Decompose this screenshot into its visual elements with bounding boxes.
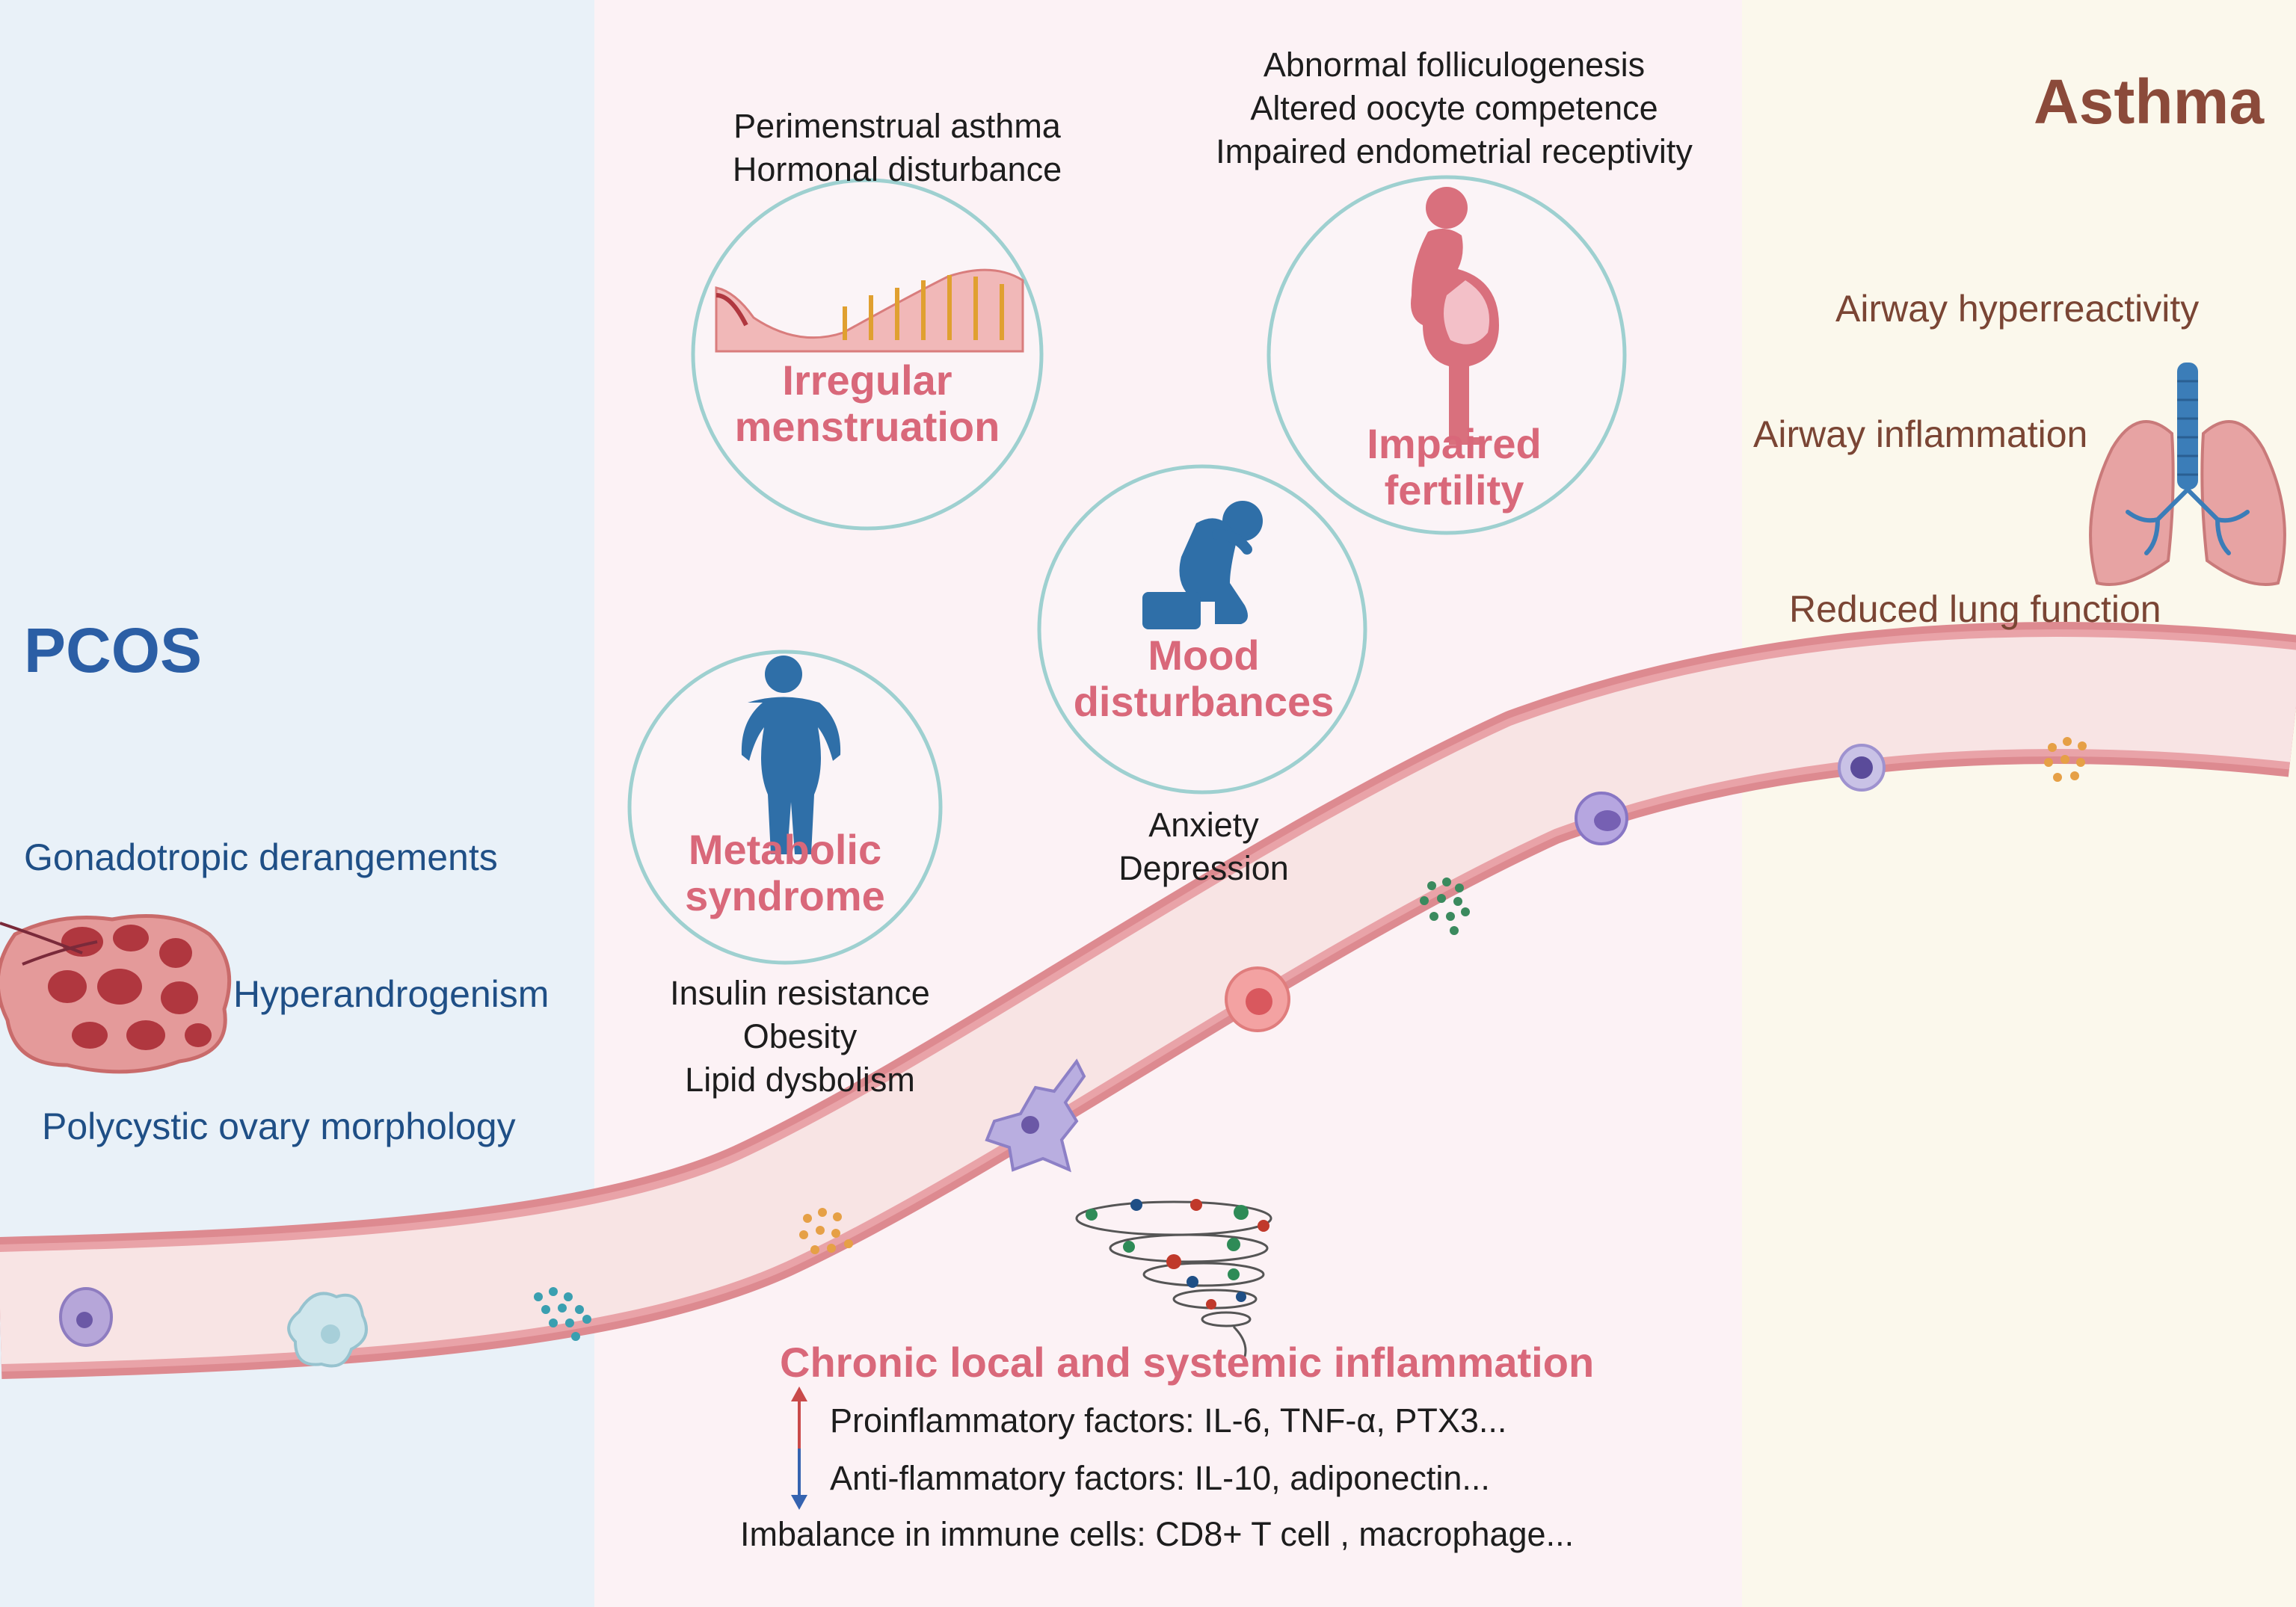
asthma-feature-hyperreactivity: Airway hyperreactivity	[1835, 288, 2200, 330]
fertility-note-2: Altered oocyte competence	[1250, 89, 1658, 127]
distressed-person-icon	[1142, 501, 1263, 629]
cytokine-storm-icon	[1075, 1199, 1272, 1357]
basophil-cell-icon	[1838, 744, 1886, 792]
cytokine-dots-icon	[534, 1287, 591, 1341]
monocyte-cell-icon	[1575, 792, 1628, 845]
platelet-dots-icon	[1420, 877, 1470, 935]
mood-notes: Anxiety Depression	[1054, 804, 1353, 890]
immune-imbalance: Imbalance in immune cells: CD8+ T cell ,…	[740, 1515, 1575, 1553]
granule-dots-icon	[799, 1208, 853, 1254]
fertility-note-1: Abnormal folliculogenesis	[1263, 46, 1646, 84]
asthma-feature-inflammation: Airway inflammation	[1753, 413, 2088, 455]
metabolic-note-3: Lipid dysbolism	[685, 1061, 915, 1099]
macrophage-cell-icon	[287, 1292, 368, 1368]
metabolic-note-1: Insulin resistance	[670, 974, 930, 1012]
metabolic-label-line2: syndrome	[685, 872, 885, 919]
arrow-down-icon	[791, 1449, 807, 1510]
ovary-icon	[0, 914, 232, 1074]
proinflammatory-factors: Proinflammatory factors: IL-6, TNF-α, PT…	[830, 1401, 1507, 1440]
fertility-notes: Abnormal folliculogenesis Altered oocyte…	[1151, 43, 1757, 173]
inflammation-title: Chronic local and systemic inflammation	[780, 1339, 1595, 1386]
asthma-title: Asthma	[2034, 67, 2265, 137]
asthma-feature-lung-function: Reduced lung function	[1789, 588, 2161, 630]
endometrium-icon	[715, 268, 1024, 353]
menstruation-notes: Perimenstrual asthma Hormonal disturbanc…	[673, 105, 1121, 191]
menstruation-circle	[691, 178, 1044, 531]
pregnant-woman-icon	[1411, 187, 1499, 445]
lymphocyte-cell-icon	[59, 1287, 113, 1347]
pcos-title: PCOS	[24, 615, 203, 685]
menstruation-label-line1: Irregular	[782, 357, 952, 404]
menstruation-label: Irregular menstruation	[718, 357, 1017, 450]
fertility-label: Impaired fertility	[1305, 421, 1604, 513]
lungs-icon	[2089, 363, 2286, 586]
metabolic-label-line1: Metabolic	[688, 826, 882, 873]
fertility-label-line2: fertility	[1384, 466, 1524, 513]
obese-person-icon	[741, 656, 841, 854]
blood-vessel	[0, 622, 2296, 1379]
mood-note-2: Depression	[1118, 849, 1289, 887]
pcos-feature-polycystic: Polycystic ovary morphology	[42, 1105, 516, 1147]
metabolic-label: Metabolic syndrome	[635, 827, 935, 919]
mood-note-1: Anxiety	[1148, 806, 1259, 844]
granule-dots-icon-2	[2044, 737, 2087, 782]
immune-cells	[59, 737, 2087, 1368]
metabolic-note-2: Obesity	[742, 1017, 858, 1055]
metabolic-notes: Insulin resistance Obesity Lipid dysboli…	[613, 972, 987, 1102]
mood-label-line2: disturbances	[1073, 678, 1335, 725]
menstruation-note-1: Perimenstrual asthma	[733, 107, 1061, 145]
menstruation-note-2: Hormonal disturbance	[732, 150, 1062, 188]
menstruation-label-line2: menstruation	[734, 403, 1000, 450]
antiinflammatory-factors: Anti-flammatory factors: IL-10, adiponec…	[830, 1459, 1490, 1497]
mood-label: Mood disturbances	[1054, 632, 1353, 725]
fertility-note-3: Impaired endometrial receptivity	[1216, 132, 1693, 170]
neutrophil-cell-icon	[1225, 966, 1290, 1032]
asthma-panel	[1742, 0, 2296, 1607]
dendritic-cell-icon	[985, 1058, 1086, 1173]
mood-circle	[1037, 464, 1367, 795]
fertility-label-line1: Impaired	[1367, 420, 1542, 467]
mood-label-line1: Mood	[1148, 632, 1260, 679]
pcos-feature-gonadotropic: Gonadotropic derangements	[24, 836, 498, 878]
arrow-up-icon	[791, 1387, 807, 1456]
pcos-feature-hyperandrogenism: Hyperandrogenism	[233, 973, 550, 1015]
